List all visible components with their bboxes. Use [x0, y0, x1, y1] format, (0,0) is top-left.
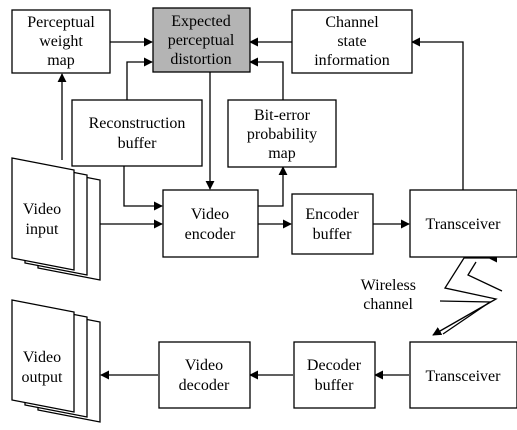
- video-input-line-2: input: [26, 221, 59, 238]
- video-decoder-line-1: Video: [185, 357, 223, 374]
- transceiver-top-block: Transceiver: [409, 189, 517, 258]
- channel-state-information-line-3: information: [314, 52, 390, 69]
- video-encoder-block: Video encoder: [162, 189, 259, 258]
- perceptual-weight-map-line-2: weight: [39, 33, 83, 50]
- channel-state-information-block: Channel state information: [291, 9, 413, 74]
- video-encoder-line-2: encoder: [185, 226, 236, 243]
- arrow-recon-to-distortion: [126, 57, 153, 100]
- perceptual-weight-map-block: Perceptual weight map: [11, 9, 111, 74]
- bit-error-probability-map-line-1: Bit-error: [254, 107, 311, 124]
- reconstruction-buffer-line-1: Reconstruction: [89, 115, 186, 132]
- bit-error-probability-map-line-3: map: [268, 145, 296, 162]
- encoder-buffer-block: Encoder buffer: [291, 193, 374, 255]
- wireless-channel-icon: [432, 253, 503, 336]
- video-input-stack: Video input: [11, 157, 101, 281]
- transceiver-bottom-label: Transceiver: [426, 368, 502, 385]
- decoder-buffer-line-2: buffer: [315, 377, 354, 394]
- expected-perceptual-distortion-line-2: perceptual: [168, 32, 235, 49]
- video-encoder-line-1: Video: [191, 206, 229, 223]
- arrow-recon-encoder-bidirectional: [119, 157, 163, 211]
- reconstruction-buffer-line-2: buffer: [118, 135, 157, 152]
- transceiver-bottom-block: Transceiver: [409, 341, 517, 409]
- arrow-biterror-to-distortion: [249, 57, 284, 100]
- expected-perceptual-distortion-block: Expected perceptual distortion: [152, 7, 251, 73]
- video-output-line-2: output: [22, 369, 63, 386]
- transceiver-top-label: Transceiver: [426, 216, 502, 233]
- wireless-channel-line-2: channel: [363, 296, 413, 313]
- bit-error-probability-map-line-2: probability: [247, 126, 317, 143]
- video-output-stack: Video output: [11, 299, 101, 423]
- encoder-buffer-line-1: Encoder: [305, 206, 359, 223]
- expected-perceptual-distortion-line-1: Expected: [171, 13, 231, 30]
- perceptual-weight-map-line-3: map: [47, 52, 75, 69]
- video-output-line-1: Video: [23, 349, 61, 366]
- arrow-encoder-to-biterror: [258, 166, 288, 207]
- reconstruction-buffer-block: Reconstruction buffer: [71, 99, 203, 167]
- wireless-channel-line-1: Wireless: [361, 277, 416, 294]
- video-decoder-block: Video decoder: [158, 341, 251, 409]
- expected-perceptual-distortion-line-3: distortion: [170, 51, 231, 68]
- perceptual-weight-map-line-1: Perceptual: [27, 14, 95, 31]
- connectors: [57, 37, 464, 380]
- video-decoder-line-2: decoder: [179, 377, 230, 394]
- arrow-transceiver-to-csi: [411, 37, 464, 190]
- bit-error-probability-map-block: Bit-error probability map: [227, 99, 337, 168]
- decoder-buffer-block: Decoder buffer: [293, 341, 376, 409]
- channel-state-information-line-1: Channel: [325, 14, 379, 31]
- channel-state-information-line-2: state: [337, 33, 366, 50]
- wireless-channel-label: Wireless channel: [361, 277, 416, 313]
- decoder-buffer-line-1: Decoder: [307, 357, 362, 374]
- encoder-buffer-line-2: buffer: [313, 226, 352, 243]
- video-input-line-1: Video: [23, 201, 61, 218]
